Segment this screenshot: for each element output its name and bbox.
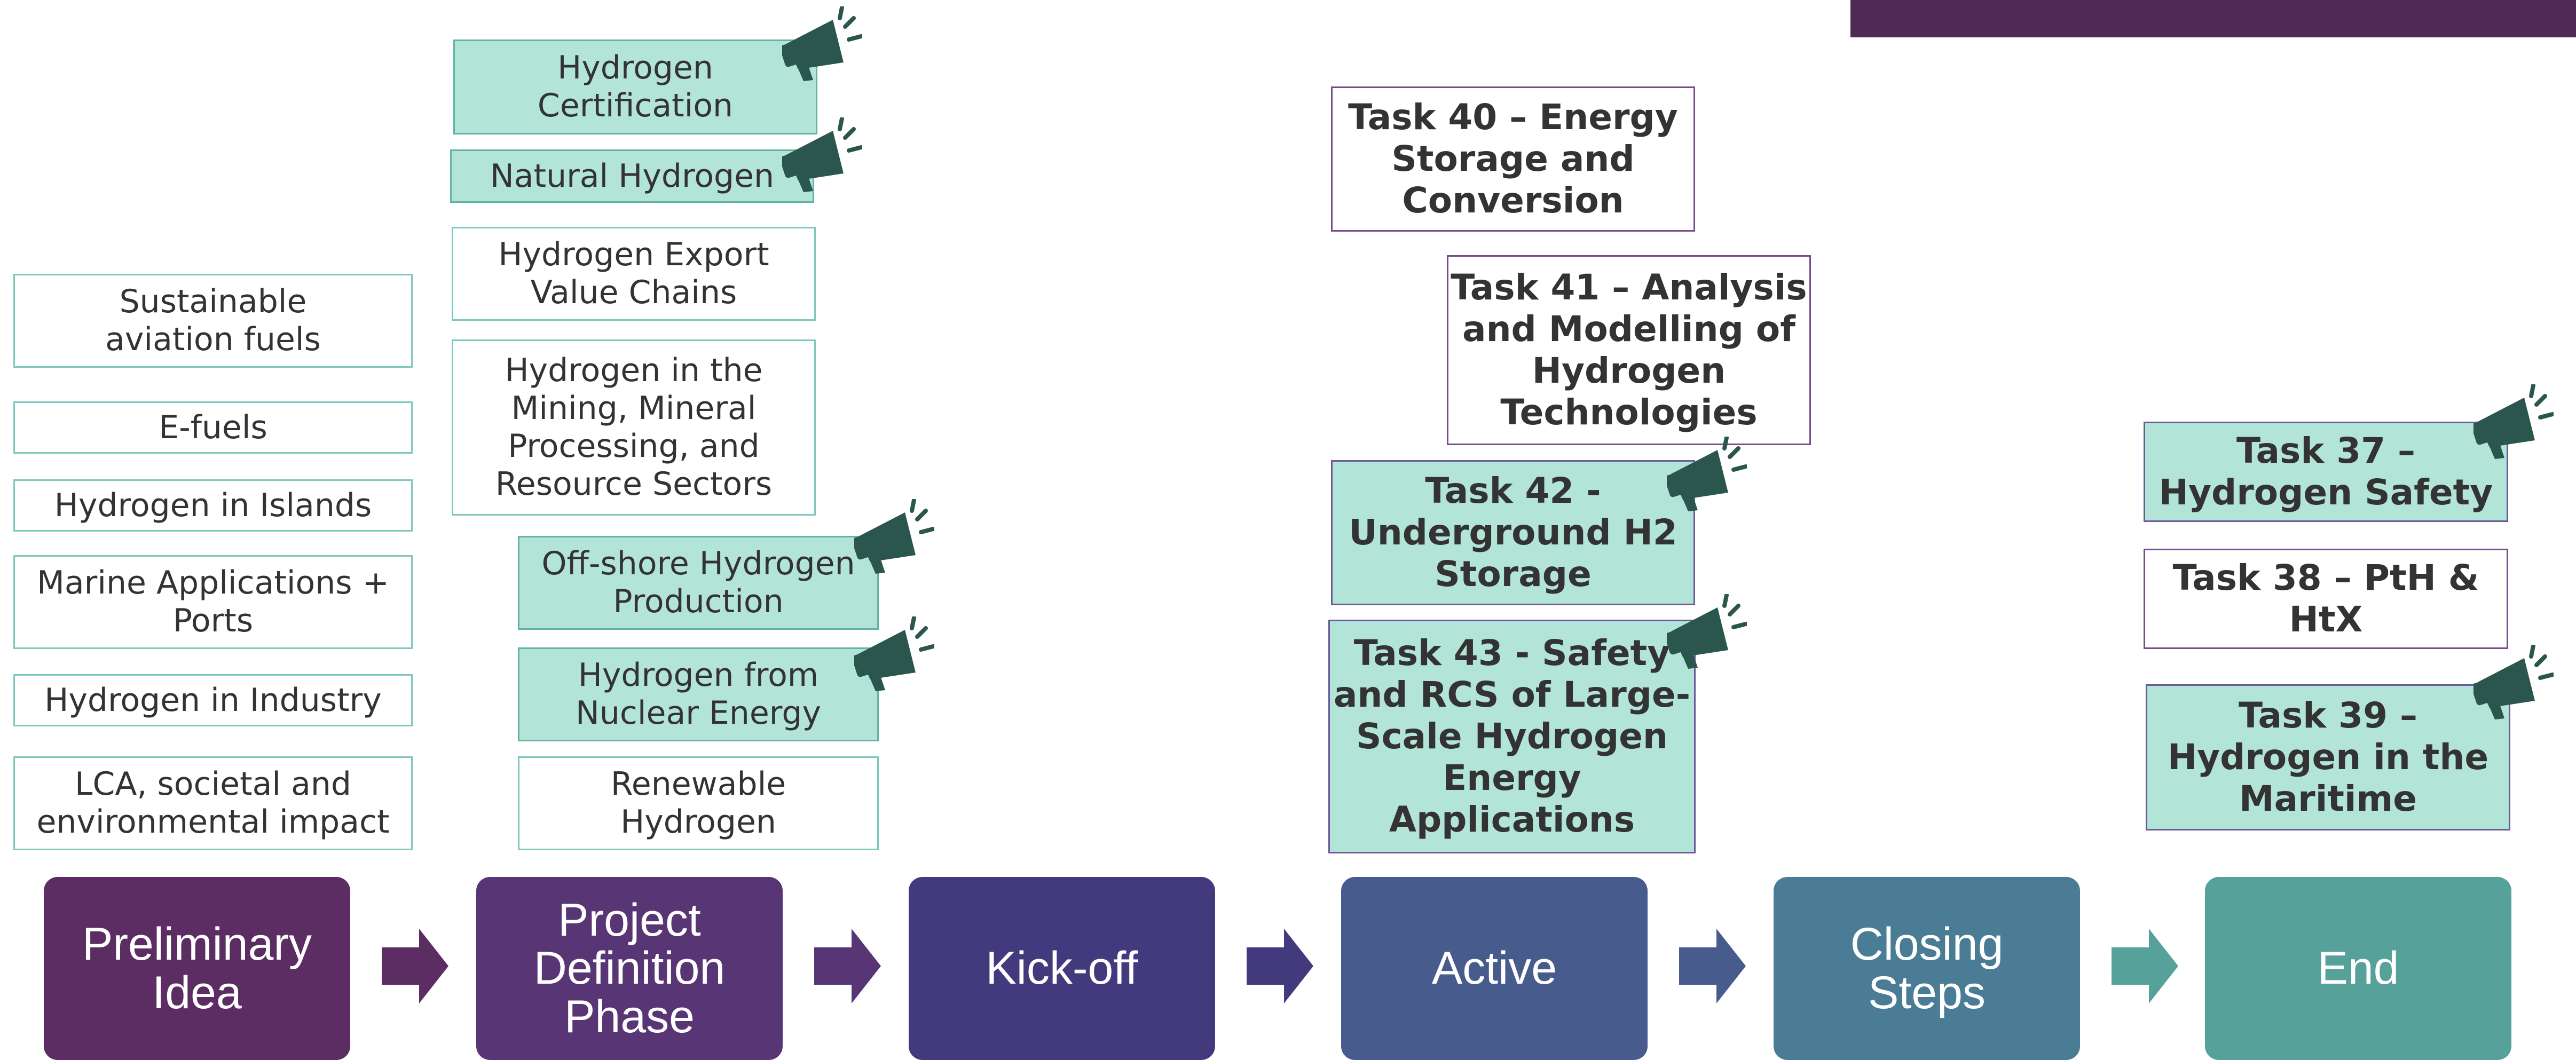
project-box: Hydrogen Export Value Chains [452, 227, 816, 321]
stage-closing-steps: Closing Steps [1774, 877, 2080, 1060]
megaphone-icon [1667, 437, 1747, 511]
stage-preliminary-idea: Preliminary Idea [44, 877, 350, 1060]
project-box: Natural Hydrogen [450, 149, 814, 203]
closing-task-box: Task 38 – PtH & HtX [2144, 549, 2508, 649]
idea-box: Marine Applications + Ports [13, 555, 413, 649]
closing-task-box: Task 37 – Hydrogen Safety [2144, 422, 2508, 522]
megaphone-icon [854, 499, 934, 574]
right-arrow-icon [382, 929, 448, 1003]
idea-box: Hydrogen in Islands [13, 479, 413, 532]
idea-box: Sustainable aviation fuels [13, 274, 413, 368]
active-task-box: Task 43 - Safety and RCS of Large- Scale… [1328, 620, 1696, 853]
idea-box: Hydrogen in Industry [13, 674, 413, 726]
project-box: Renewable Hydrogen [518, 756, 879, 850]
idea-box: E-fuels [13, 401, 413, 454]
megaphone-icon [854, 616, 934, 691]
right-arrow-icon [2112, 929, 2178, 1003]
project-box: Hydrogen from Nuclear Energy [518, 647, 879, 741]
right-arrow-icon [1679, 929, 1746, 1003]
megaphone-icon [2473, 384, 2554, 459]
project-box: Hydrogen in the Mining, Mineral Processi… [452, 339, 816, 516]
header-accent-bar [1850, 0, 2576, 37]
closing-task-box: Task 39 – Hydrogen in the Maritime [2146, 684, 2510, 830]
right-arrow-icon [1247, 929, 1313, 1003]
megaphone-icon [782, 117, 862, 192]
active-task-box: Task 41 – Analysis and Modelling of Hydr… [1447, 255, 1811, 445]
megaphone-icon [1667, 594, 1747, 669]
stage-kick-off: Kick-off [909, 877, 1215, 1060]
stage-end: End [2205, 877, 2511, 1060]
active-task-box: Task 40 – Energy Storage and Conversion [1331, 86, 1695, 232]
active-task-box: Task 42 - Underground H2 Storage [1331, 460, 1695, 605]
megaphone-icon [2473, 645, 2554, 719]
project-box: Off-shore Hydrogen Production [518, 536, 879, 630]
idea-box: LCA, societal and environmental impact [13, 756, 413, 850]
right-arrow-icon [814, 929, 881, 1003]
megaphone-icon [782, 6, 862, 81]
project-box: Hydrogen Certification [453, 39, 817, 135]
stage-active: Active [1341, 877, 1648, 1060]
stage-project-definition: Project Definition Phase [476, 877, 783, 1060]
